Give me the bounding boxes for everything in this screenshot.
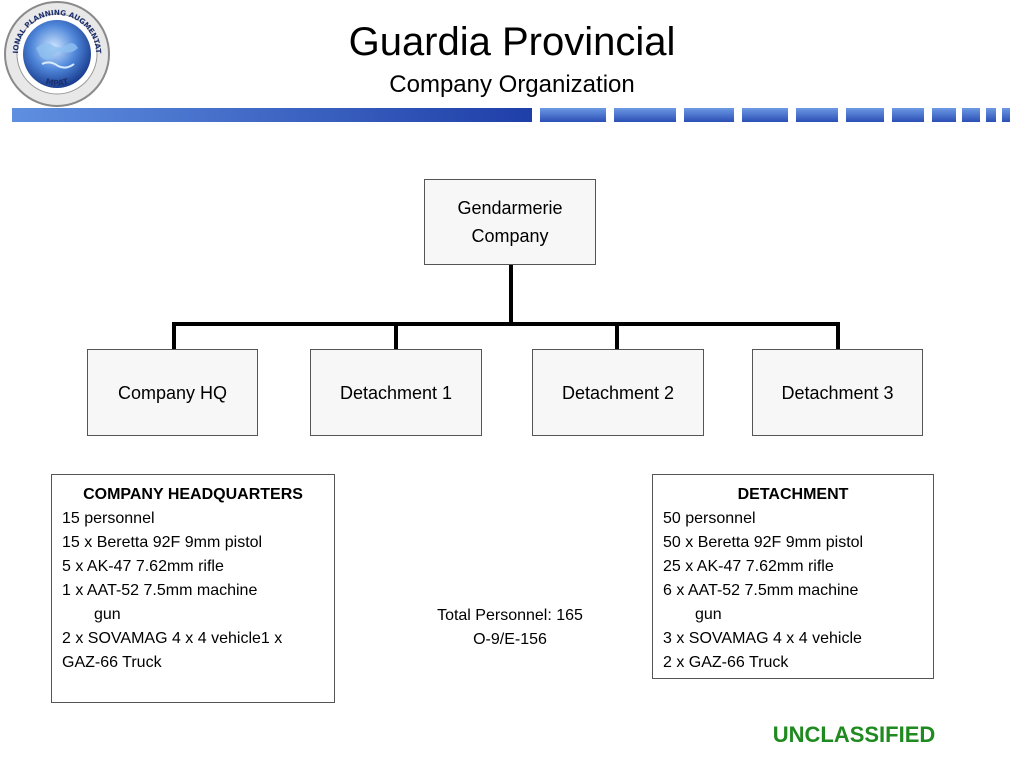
detachment-detail-line: 2 x GAZ-66 Truck [663, 654, 789, 671]
hq-detail-line: 15 x Beretta 92F 9mm pistol [62, 534, 263, 551]
company-hq-label: Company HQ [117, 382, 228, 403]
root-label-line2: Company [471, 226, 549, 246]
detachment-detail-line: gun [695, 606, 722, 623]
detachment-3-label: Detachment 3 [781, 382, 894, 403]
detachment-1-node: Detachment 1 [310, 349, 482, 436]
detachment-2-node: Detachment 2 [532, 349, 704, 436]
logo-mpat-text: MPAT [45, 77, 70, 88]
detachment-details-box: DETACHMENT 50 personnel 50 x Beretta 92F… [652, 474, 934, 679]
hq-detail-line: 5 x AK-47 7.62mm rifle [62, 558, 224, 575]
detachment-detail-line: 50 personnel [663, 510, 756, 527]
classification-marking: UNCLASSIFIED [772, 722, 936, 747]
hq-detail-line: gun [94, 606, 121, 623]
hq-detail-line: 2 x SOVAMAG 4 x 4 vehicle1 x [62, 630, 283, 647]
company-hq-node: Company HQ [87, 349, 258, 436]
page-title: Guardia Provincial [348, 20, 676, 64]
root-label-line1: Gendarmerie [457, 198, 563, 218]
hq-details-heading: COMPANY HEADQUARTERS [83, 486, 303, 503]
detachment-detail-line: 3 x SOVAMAG 4 x 4 vehicle [663, 630, 862, 647]
hq-detail-line: GAZ-66 Truck [62, 654, 162, 671]
detachment-2-label: Detachment 2 [561, 382, 675, 403]
svg-text:MPAT: MPAT [45, 77, 70, 88]
detachment-1-label: Detachment 1 [339, 382, 453, 403]
hq-details-box: COMPANY HEADQUARTERS 15 personnel 15 x B… [51, 474, 335, 703]
detachment-details-heading: DETACHMENT [737, 486, 849, 503]
mpat-logo: MULTINATIONAL PLANNING AUGMENTATION TEAM… [0, 0, 112, 108]
total-personnel: Total Personnel: 165 O-9/E-156 [390, 604, 630, 652]
hq-detail-line: 15 personnel [62, 510, 155, 527]
header-stripe [0, 106, 1024, 124]
detachment-detail-line: 6 x AAT-52 7.5mm machine [663, 582, 859, 599]
detachment-3-node: Detachment 3 [752, 349, 923, 436]
total-personnel-line: Total Personnel: 165 [437, 607, 583, 624]
page-subtitle: Company Organization [389, 71, 635, 98]
detachment-detail-line: 25 x AK-47 7.62mm rifle [663, 558, 834, 575]
detachment-detail-line: 50 x Beretta 92F 9mm pistol [663, 534, 864, 551]
hq-detail-line: 1 x AAT-52 7.5mm machine [62, 582, 258, 599]
gendarmerie-company-node: Gendarmerie Company [424, 179, 596, 265]
officer-enlisted-line: O-9/E-156 [473, 631, 547, 648]
